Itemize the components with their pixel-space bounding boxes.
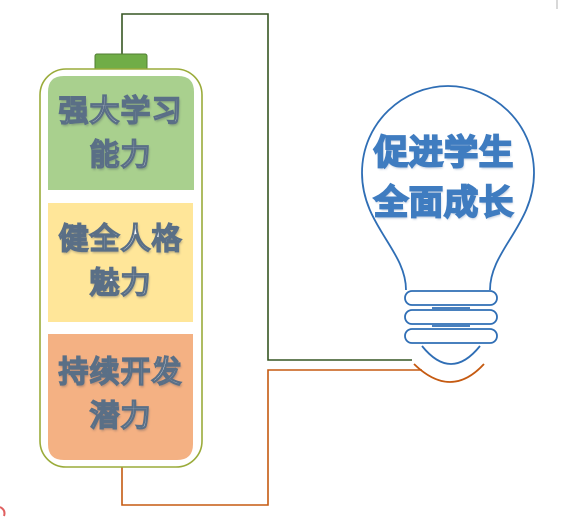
- corner-mark: [0, 506, 6, 517]
- segment-1-line2: 能力: [89, 137, 152, 173]
- bulb-line1: 促进学生: [373, 132, 514, 174]
- segment-2-label: 健全人格 魅力: [48, 206, 193, 318]
- segment-orange: [48, 334, 193, 460]
- bulb-line2: 全面成长: [373, 182, 514, 224]
- battery-terminal: [94, 53, 148, 71]
- segment-3-line1: 持续开发: [58, 354, 183, 390]
- bulb-label: 促进学生 全面成长: [356, 118, 532, 238]
- segment-2-line2: 魅力: [89, 265, 152, 301]
- wire-top: [121, 13, 412, 361]
- segment-3-line2: 潜力: [89, 398, 152, 434]
- segment-green: [48, 76, 194, 190]
- segment-1-line1: 强大学习: [58, 93, 183, 129]
- wire-bottom: [121, 369, 422, 506]
- bulb-contact: [413, 363, 485, 383]
- bulb-glass: [361, 85, 535, 291]
- segment-3-label: 持续开发 潜力: [48, 338, 193, 452]
- segment-2-line1: 健全人格: [58, 221, 183, 257]
- segment-1-label: 强大学习 能力: [48, 80, 193, 188]
- bulb-base: [404, 290, 498, 365]
- segment-yellow: [48, 203, 193, 322]
